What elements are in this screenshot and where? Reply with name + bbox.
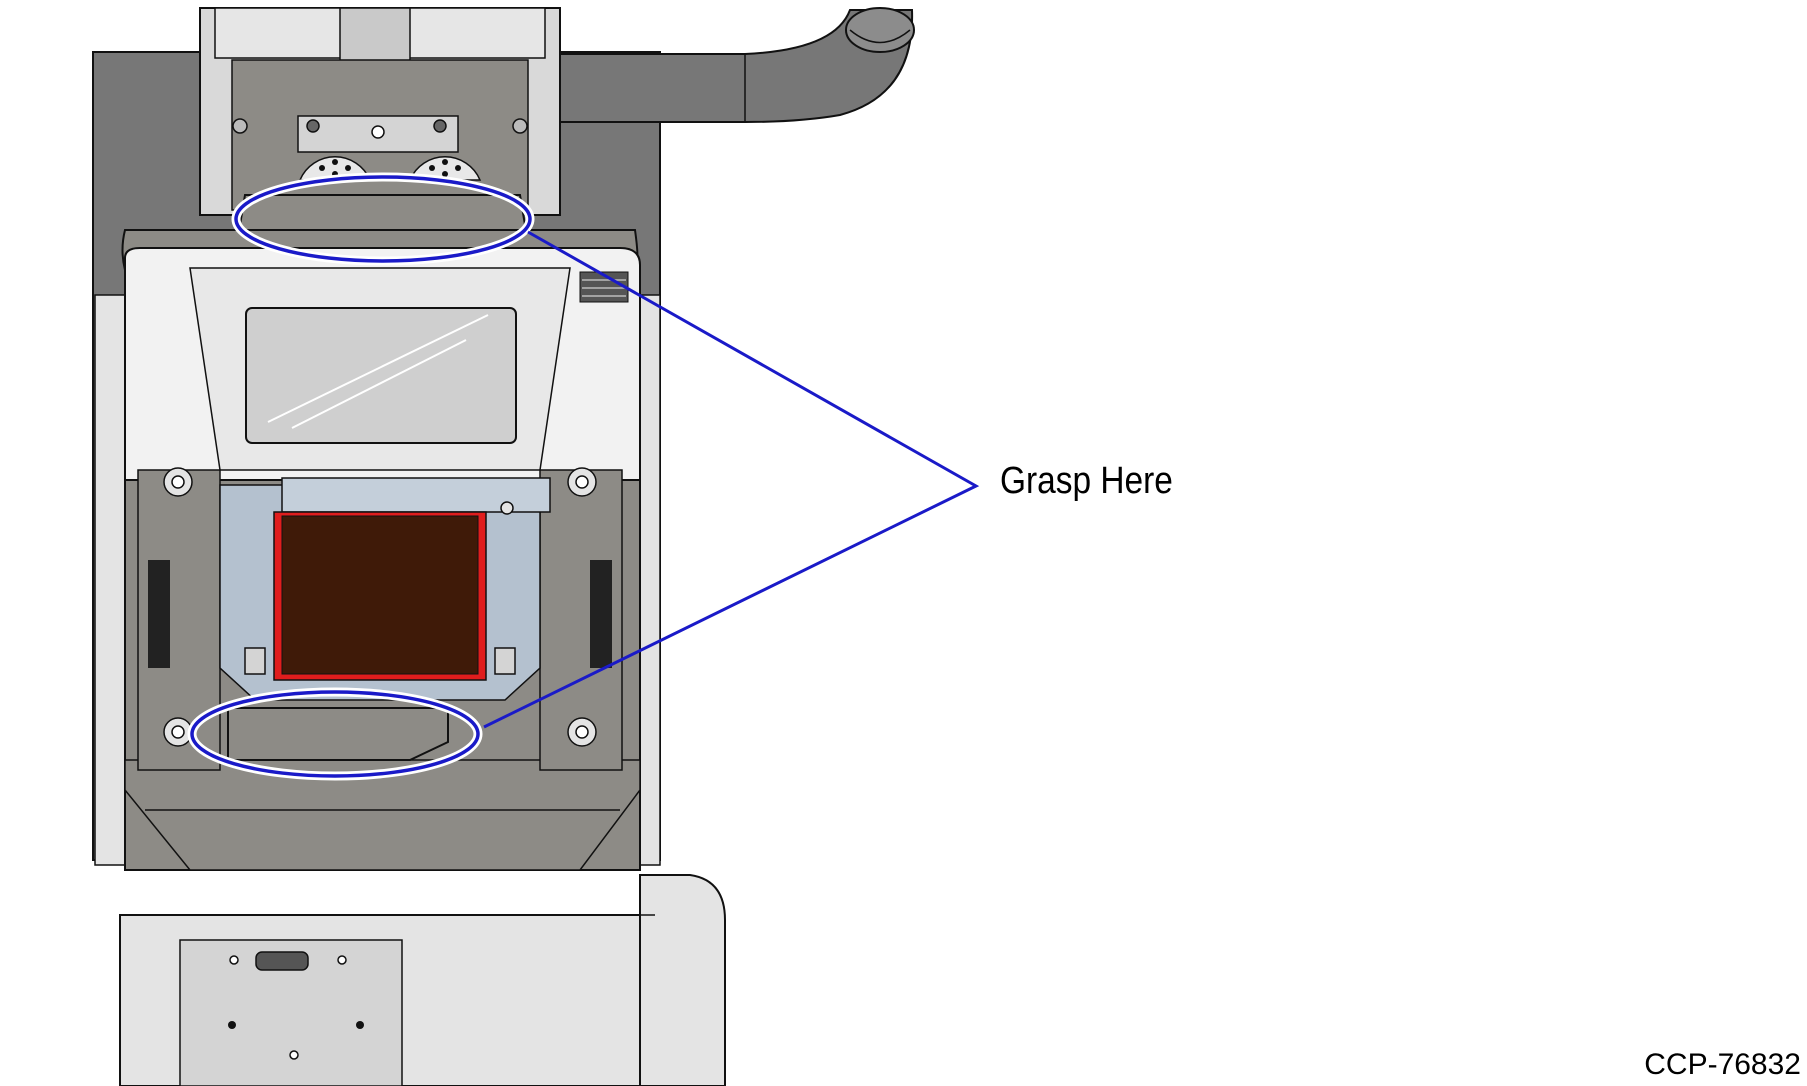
speaker-grille-right — [408, 156, 482, 181]
vertical-scan-window — [245, 307, 517, 444]
side-rail-left — [94, 294, 126, 866]
vent-grille — [579, 271, 629, 303]
left-pillar — [137, 467, 221, 771]
figure-id: CCP-76832 — [1644, 1048, 1801, 1081]
callout-leader-line — [483, 230, 980, 729]
lower-stand — [119, 874, 726, 1086]
right-pillar — [539, 467, 623, 771]
pole-arm — [559, 9, 914, 123]
grasp-callout — [187, 172, 980, 781]
pole-cap — [845, 7, 915, 53]
horizontal-scan-glass — [273, 511, 487, 681]
front-lip — [227, 707, 449, 761]
grasp-here-label: Grasp Here — [1000, 460, 1173, 502]
